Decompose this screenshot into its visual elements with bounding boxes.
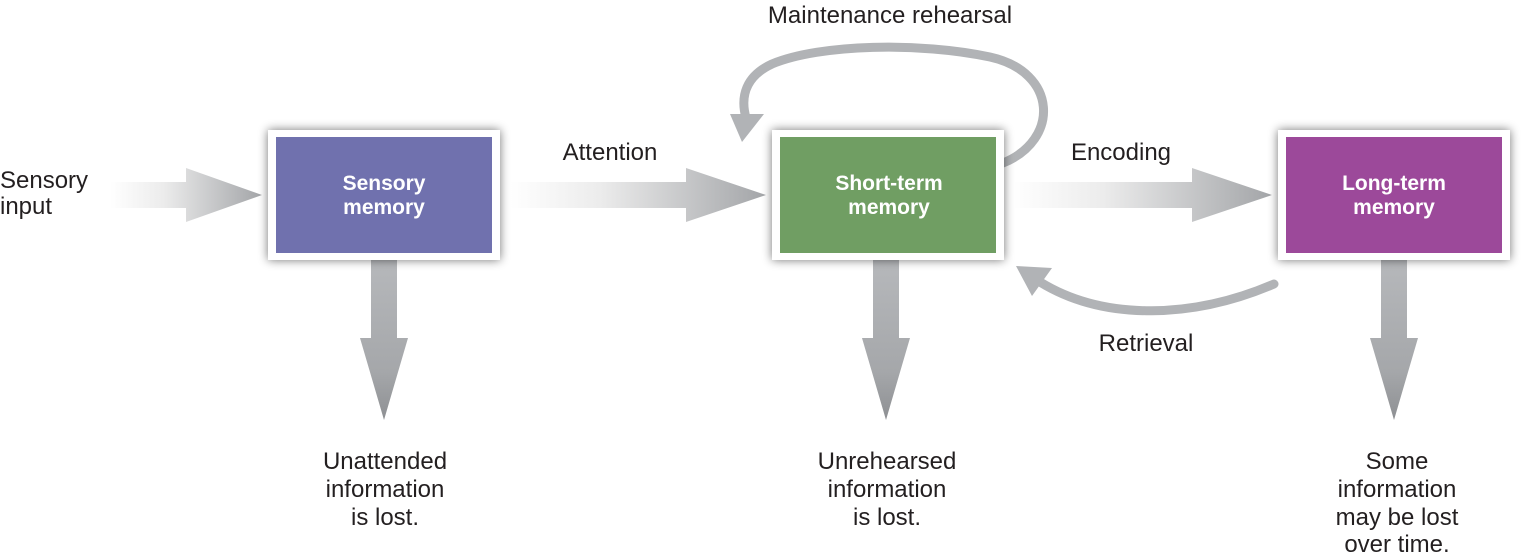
attention-label: Attention: [563, 139, 658, 166]
long-term-memory-label-line2: memory: [1353, 196, 1435, 219]
long-term-loss-arrow: [1370, 260, 1418, 420]
long-term-memory-label: Long-term: [1342, 172, 1446, 195]
short-term-outcome-line2: information: [828, 476, 947, 503]
encoding-label: Encoding: [1071, 139, 1171, 166]
short-term-memory-fill: [780, 137, 996, 253]
short-term-memory-label-line2: memory: [848, 196, 930, 219]
maintenance-rehearsal-label: Maintenance rehearsal: [768, 2, 1012, 29]
long-term-outcome-line1: Some: [1366, 448, 1429, 475]
maintenance-loop-arrow: [739, 42, 1049, 168]
short-term-outcome-line1: Unrehearsed: [818, 448, 957, 475]
sensory-loss-arrow: [360, 260, 408, 420]
long-term-outcome-line3: may be lost: [1336, 504, 1459, 531]
long-term-outcome-line4: over time.: [1344, 531, 1449, 557]
sensory-memory-fill: [276, 137, 492, 253]
long-term-memory-box: [1278, 130, 1510, 260]
sensory-outcome-line2: information: [326, 476, 445, 503]
encoding-arrow: [1012, 168, 1272, 222]
short-term-memory-label: Short-term: [835, 172, 942, 195]
sensory-input-label-line2: input: [0, 193, 52, 220]
long-term-outcome-line2: information: [1338, 476, 1457, 503]
short-term-loss-arrow: [862, 260, 910, 420]
maintenance-loop-arrowhead: [730, 114, 764, 142]
sensory-outcome-line3: is lost.: [351, 504, 419, 531]
sensory-memory-box: [268, 130, 500, 260]
short-term-outcome-line3: is lost.: [853, 504, 921, 531]
sensory-memory-label: Sensory: [343, 172, 426, 195]
retrieval-arrow: [1035, 277, 1279, 316]
retrieval-label: Retrieval: [1099, 330, 1194, 357]
input-arrow: [110, 168, 262, 222]
sensory-input-label: Sensory: [0, 167, 88, 194]
short-term-memory-box: [772, 130, 1004, 260]
sensory-outcome-line1: Unattended: [323, 448, 447, 475]
sensory-memory-label-line2: memory: [343, 196, 425, 219]
retrieval-arrowhead: [1016, 266, 1052, 296]
attention-arrow: [510, 168, 766, 222]
long-term-memory-fill: [1286, 137, 1502, 253]
